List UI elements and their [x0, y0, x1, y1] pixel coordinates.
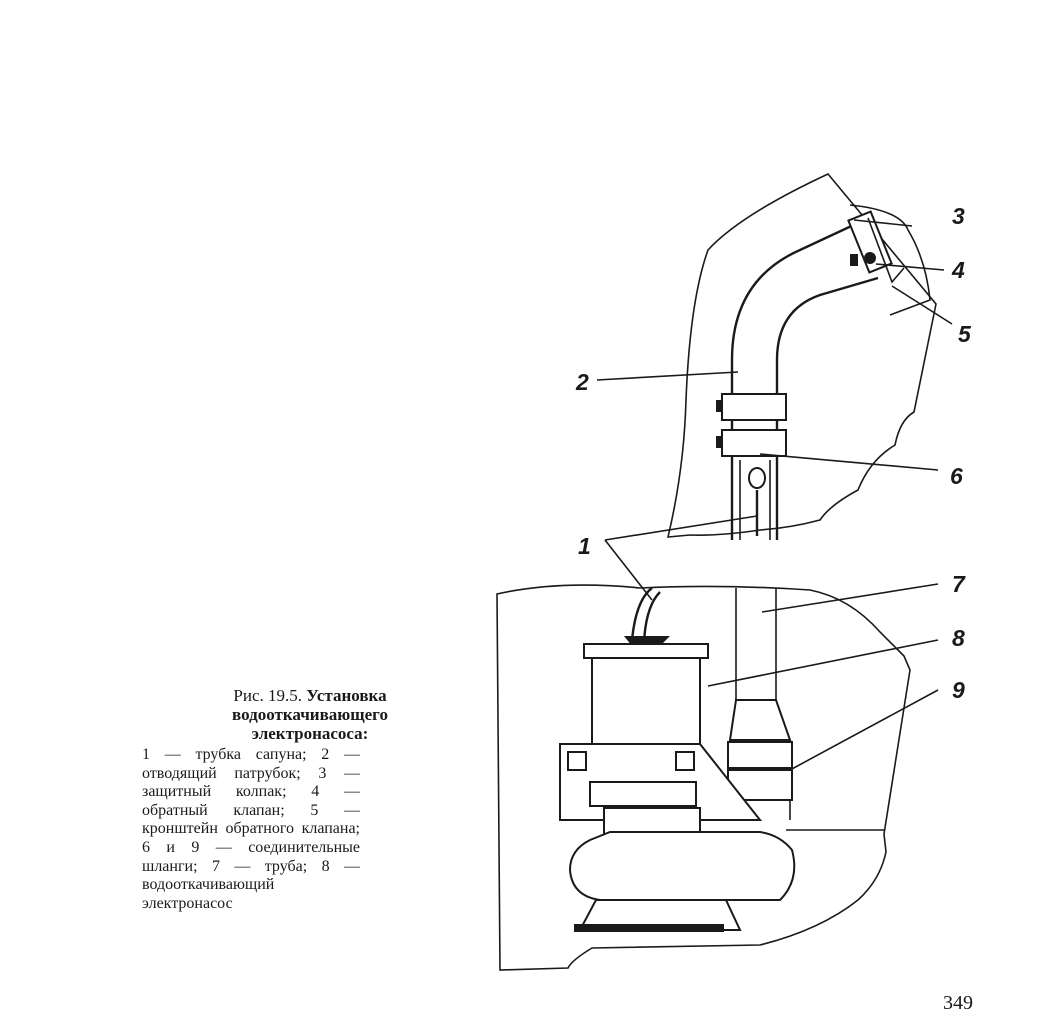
- caption-prefix: Рис. 19.5.: [233, 686, 302, 705]
- pump: [559, 636, 884, 932]
- connecting-hose-lower: [727, 699, 793, 820]
- caption-title: Установка водооткачивающего электронасос…: [232, 686, 388, 743]
- callout-5: 5: [958, 321, 972, 347]
- pipe: [735, 588, 777, 700]
- page-number: 349: [943, 992, 973, 1014]
- callout-3: 3: [952, 203, 965, 229]
- check-valve: [847, 210, 905, 284]
- lower-hull-panel: [496, 584, 911, 971]
- callout-7: 7: [952, 571, 966, 597]
- callout-9: 9: [952, 677, 965, 703]
- outlet-pipe: [730, 220, 861, 540]
- connecting-hose-upper: [716, 393, 787, 540]
- callout-8: 8: [952, 625, 965, 651]
- figure-legend: 1 — трубка сапуна; 2 — отводящий патрубо…: [142, 746, 360, 912]
- figure-caption: Рис. 19.5. Установка водооткачивающего э…: [226, 686, 394, 743]
- callout-2: 2: [575, 369, 589, 395]
- upper-hull-panel: [666, 173, 937, 538]
- callout-6: 6: [950, 463, 963, 489]
- breather-tube: [630, 587, 653, 641]
- protective-cap: [849, 204, 931, 316]
- callout-1: 1: [578, 533, 591, 559]
- callout-4: 4: [951, 257, 965, 283]
